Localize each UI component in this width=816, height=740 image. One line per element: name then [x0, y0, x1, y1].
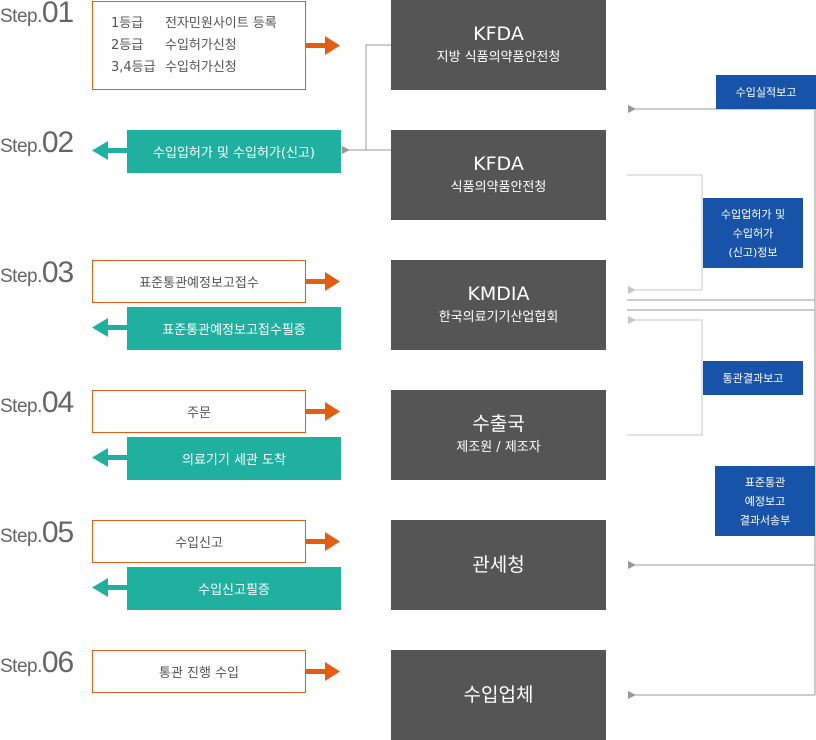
arrow-left-step04 [92, 448, 127, 467]
report-import-performance: 수입실적보고 [716, 75, 816, 109]
agency-exporting-country: 수출국 제조원 / 제조자 [391, 390, 606, 480]
line-standard-clearance [627, 309, 816, 699]
step-label-06: Step.06 [0, 646, 74, 679]
arrow-right-step05 [305, 532, 340, 551]
step-label-04: Step.04 [0, 386, 74, 419]
orange-arrows [305, 36, 340, 681]
agency-kfda: KFDA 식품의약품안전청 [391, 130, 606, 220]
line-license-info [627, 174, 703, 294]
teal-arrows [92, 141, 127, 597]
line-kfda-regional-to-step02 [365, 44, 391, 150]
step03-outgoing-box: 표준통관예정보고접수 [92, 260, 306, 303]
step05-outgoing-box: 수입신고 [92, 520, 306, 563]
arrow-left-step03 [92, 318, 127, 337]
arrow-right-step04 [305, 402, 340, 421]
report-standard-clearance: 표준통관 예정보고 결과서송부 [715, 466, 815, 536]
step06-outgoing-box: 통관 진행 수입 [92, 650, 306, 693]
step-label-05: Step.05 [0, 516, 74, 549]
step03-incoming-box: 표준통관예정보고접수필증 [127, 307, 341, 350]
report-license-info: 수입업허가 및 수입허가 (신고)정보 [703, 198, 803, 268]
agency-importer: 수입업체 [391, 650, 606, 740]
step-label-02: Step.02 [0, 126, 74, 159]
line-import-performance [628, 105, 816, 310]
step04-incoming-box: 의료기기 세관 도착 [127, 437, 341, 480]
step04-outgoing-box: 주문 [92, 390, 306, 433]
report-clearance-result: 통관결과보고 [703, 361, 803, 395]
step02-incoming-box: 수입입허가 및 수입허가(신고) [127, 130, 341, 173]
arrow-left-step05 [92, 578, 127, 597]
arrow-left-step02 [92, 141, 127, 160]
arrow-right-step06 [305, 662, 340, 681]
agency-kfda-regional: KFDA 지방 식품의약품안전청 [391, 0, 606, 90]
arrow-right-step03 [305, 272, 340, 291]
step-label-01: Step.01 [0, 0, 74, 29]
step-label-03: Step.03 [0, 256, 74, 289]
line-clearance-result [627, 316, 703, 436]
agency-customs: 관세청 [391, 520, 606, 610]
agency-kmdia: KMDIA 한국의료기기산업협회 [391, 260, 606, 350]
arrow-right-step01 [305, 36, 340, 55]
step05-incoming-box: 수입신고필증 [127, 567, 341, 610]
